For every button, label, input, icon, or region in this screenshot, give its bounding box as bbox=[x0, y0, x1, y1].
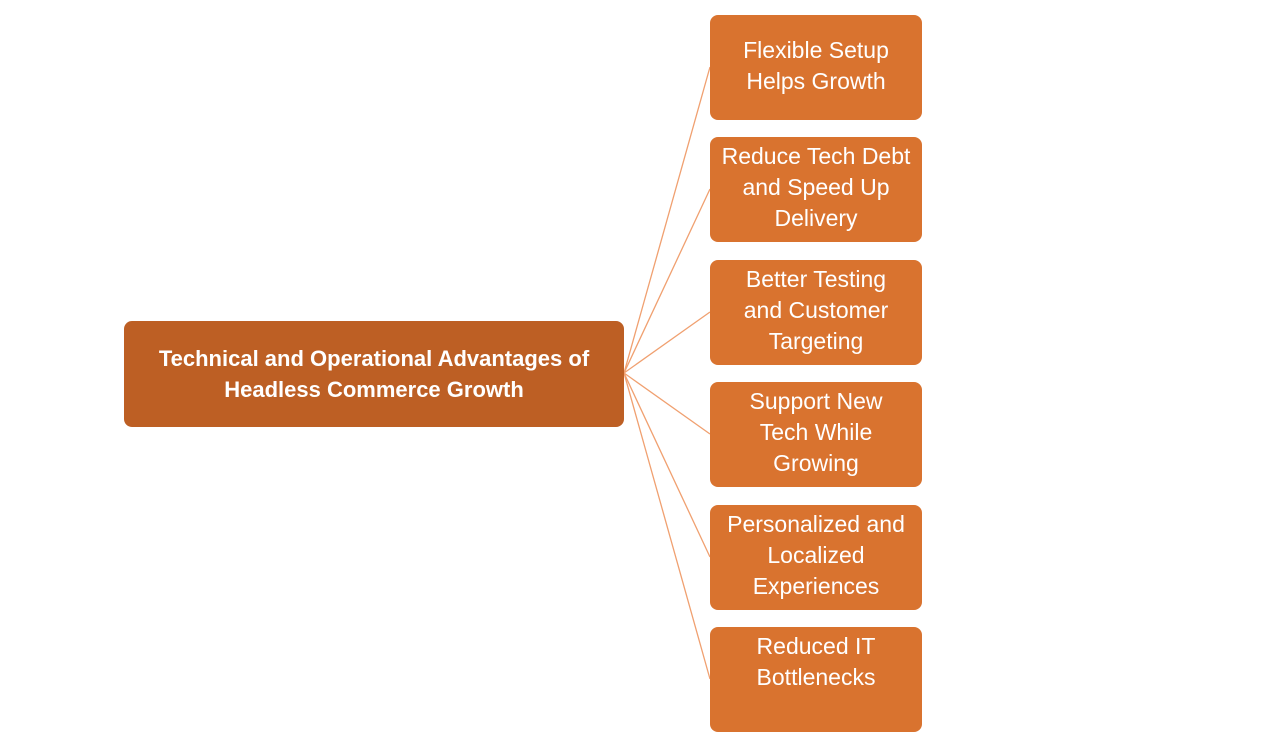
root-node-label: Technical and Operational Advantages of … bbox=[158, 346, 590, 402]
child-node-label: Flexible Setup Helps Growth bbox=[743, 37, 889, 94]
child-node-flexible-setup: Flexible Setup Helps Growth bbox=[710, 15, 922, 120]
child-node-label: Better Testing and Customer Targeting bbox=[743, 266, 889, 354]
connector-line bbox=[623, 372, 711, 680]
connector-line bbox=[623, 311, 711, 374]
connector-line bbox=[623, 372, 711, 558]
child-node-support-new-tech: Support New Tech While Growing bbox=[710, 382, 922, 487]
root-node: Technical and Operational Advantages of … bbox=[124, 321, 624, 427]
child-node-label: Reduce Tech Debt and Speed Up Delivery bbox=[721, 143, 911, 231]
child-node-reduce-tech-debt: Reduce Tech Debt and Speed Up Delivery bbox=[710, 137, 922, 242]
connector-line bbox=[623, 66, 711, 374]
child-node-better-testing: Better Testing and Customer Targeting bbox=[710, 260, 922, 365]
connector-line bbox=[623, 188, 711, 374]
child-node-label: Personalized and Localized Experiences bbox=[727, 511, 905, 599]
child-node-label: Support New Tech While Growing bbox=[749, 388, 883, 476]
child-node-personalized: Personalized and Localized Experiences bbox=[710, 505, 922, 610]
child-node-label: Reduced IT Bottlenecks bbox=[756, 633, 876, 690]
connector-line bbox=[623, 372, 711, 435]
child-node-reduced-it-bottlenecks: Reduced IT Bottlenecks bbox=[710, 627, 922, 732]
